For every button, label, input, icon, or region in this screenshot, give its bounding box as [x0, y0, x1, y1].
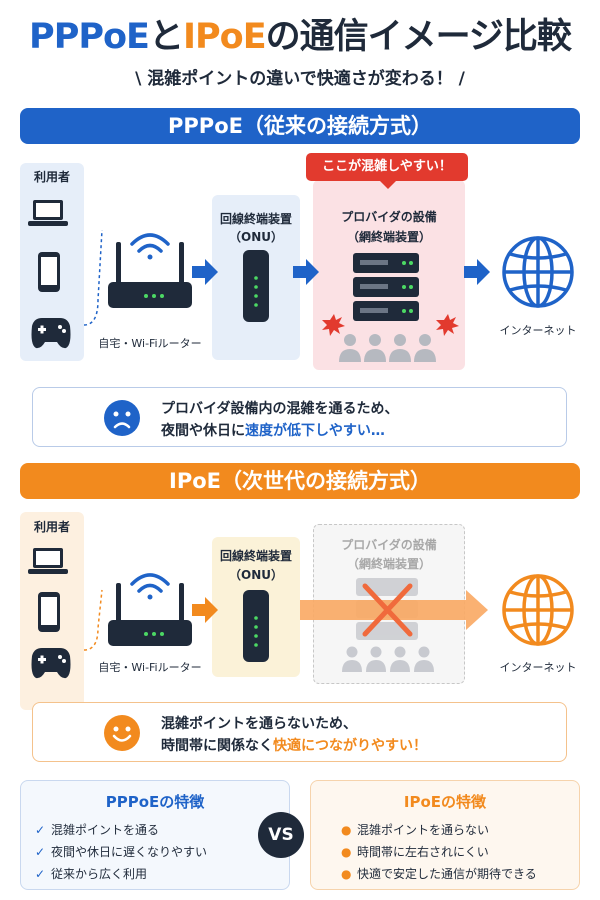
- wifi-icon: [130, 573, 170, 600]
- list-item: ✓従来から広く利用: [35, 863, 207, 885]
- page-title: PPPoEとIPoEの通信イメージ比較: [0, 8, 600, 59]
- ipoe-internet-label: インターネット: [499, 661, 577, 674]
- ipoe-message-highlight: 快適につながりやすい！: [273, 738, 427, 754]
- ipoe-features-card: IPoEの特徴 ●混雑ポイントを通らない ●時間帯に左右されにくい ●快適で安定…: [310, 780, 580, 890]
- check-circle-icon: ●: [341, 823, 352, 837]
- check-icon: ✓: [35, 823, 46, 837]
- laptop-icon: [28, 548, 68, 574]
- pppoe-internet-label: インターネット: [499, 324, 577, 337]
- title-ipoe: IPoE: [182, 17, 267, 57]
- ipoe-router-label: 自宅・Wi-Fiルーター: [98, 661, 202, 674]
- check-icon: ✓: [35, 845, 46, 859]
- onu-device-icon: [243, 250, 269, 322]
- burst-icon: [436, 314, 459, 336]
- laptop-icon: [28, 200, 68, 226]
- pppoe-isp-sublabel: （網終端装置）: [346, 230, 431, 244]
- ipoe-user-label: 利用者: [33, 520, 70, 534]
- pppoe-router-label: 自宅・Wi-Fiルーター: [98, 337, 202, 350]
- onu-device-icon: [243, 590, 269, 662]
- ipoe-message-line2-a: 時間帯に関係なく: [161, 738, 273, 754]
- ipoe-onu-label: 回線終端装置: [219, 549, 292, 563]
- smartphone-icon: [38, 592, 60, 632]
- check-circle-icon: ●: [341, 867, 352, 881]
- check-icon: ✓: [35, 867, 46, 881]
- wifi-icon: [130, 233, 170, 260]
- smartphone-icon: [38, 252, 60, 292]
- burst-icon: [322, 314, 345, 336]
- ipoe-message-line1: 混雑ポイントを通らないため、: [161, 716, 357, 732]
- arrow-icon: [192, 259, 218, 285]
- sad-face-icon: [104, 400, 140, 436]
- pppoe-message-highlight: 速度が低下しやすい…: [245, 423, 385, 439]
- router-icon: [108, 583, 192, 646]
- ipoe-isp-sublabel: （網終端装置）: [346, 557, 431, 571]
- pppoe-message-line2: 夜間や休日に速度が低下しやすい…: [161, 420, 385, 440]
- pppoe-user-label: 利用者: [33, 170, 70, 184]
- list-item: ●快適で安定した通信が期待できる: [341, 863, 537, 885]
- crowd-icon: [342, 646, 434, 672]
- title-pppoe: PPPoE: [29, 17, 150, 57]
- pppoe-onu-sublabel: （ONU）: [229, 230, 283, 244]
- vs-badge: VS: [258, 812, 304, 858]
- arrow-icon: [464, 259, 490, 285]
- cross-icon: [362, 583, 413, 637]
- globe-icon: [502, 236, 574, 308]
- ipoe-features-list: ●混雑ポイントを通らない ●時間帯に左右されにくい ●快適で安定した通信が期待で…: [341, 819, 537, 885]
- list-item: ●時間帯に左右されにくい: [341, 841, 537, 863]
- ipoe-message: 混雑ポイントを通らないため、 時間帯に関係なく快適につながりやすい！: [32, 702, 567, 762]
- server-icon: [353, 253, 419, 321]
- game-controller-icon: [31, 648, 71, 679]
- ipoe-features-title: IPoEの特徴: [403, 793, 487, 811]
- ipoe-banner: IPoE（次世代の接続方式）: [20, 463, 580, 499]
- pppoe-onu-label: 回線終端装置: [219, 212, 292, 226]
- list-item: ✓混雑ポイントを通る: [35, 819, 207, 841]
- pppoe-message: プロバイダ設備内の混雑を通るため、 夜間や休日に速度が低下しやすい…: [32, 387, 567, 447]
- pppoe-features-title: PPPoEの特徴: [105, 793, 205, 811]
- pppoe-message-line2-a: 夜間や休日に: [161, 423, 245, 439]
- pppoe-isp-label: プロバイダの設備: [341, 210, 437, 224]
- bypass-arrow-icon: [300, 590, 488, 630]
- title-to: と: [148, 17, 184, 57]
- ipoe-isp-label: プロバイダの設備: [341, 538, 437, 552]
- page-subtitle: \ 混雑ポイントの違いで快適さが変わる！ /: [135, 69, 465, 89]
- crowd-icon: [339, 334, 436, 362]
- pppoe-message-line1: プロバイダ設備内の混雑を通るため、: [161, 401, 399, 417]
- globe-icon: [502, 574, 574, 646]
- arrow-icon: [192, 597, 218, 623]
- list-item: ✓夜間や休日に遅くなりやすい: [35, 841, 207, 863]
- check-circle-icon: ●: [341, 845, 352, 859]
- pppoe-banner: PPPoE（従来の接続方式）: [20, 108, 580, 144]
- list-item: ●混雑ポイントを通らない: [341, 819, 537, 841]
- happy-face-icon: [104, 715, 140, 751]
- arrow-icon: [293, 259, 319, 285]
- congestion-alert: ここが混雑しやすい！: [306, 153, 468, 189]
- pppoe-features-list: ✓混雑ポイントを通る ✓夜間や休日に遅くなりやすい ✓従来から広く利用: [35, 819, 207, 885]
- pppoe-features-card: PPPoEの特徴 ✓混雑ポイントを通る ✓夜間や休日に遅くなりやすい ✓従来から…: [20, 780, 290, 890]
- pppoe-isp-box: [313, 180, 465, 370]
- router-icon: [108, 242, 192, 308]
- game-controller-icon: [31, 318, 71, 349]
- ipoe-onu-sublabel: （ONU）: [229, 568, 283, 582]
- ipoe-message-line2: 時間帯に関係なく快適につながりやすい！: [161, 735, 427, 755]
- title-rest: の通信イメージ比較: [265, 17, 572, 57]
